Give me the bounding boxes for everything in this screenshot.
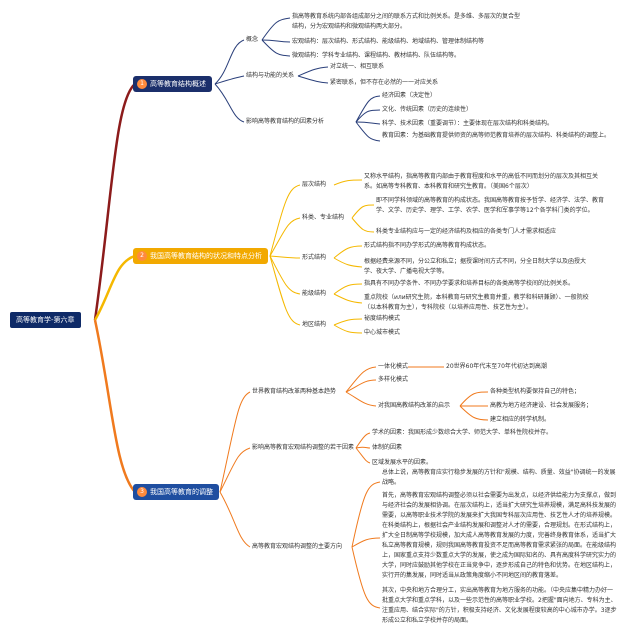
- branch-number-badge: 1: [137, 79, 147, 89]
- branch-2-label: 我国高等教育结构的状况和特点分析: [150, 252, 262, 260]
- concept-macro: 宏观结构：层次结构、形式结构、能级结构、地域结构、管理体制结构等: [292, 38, 485, 45]
- branch-1-connectors: [214, 17, 381, 142]
- relation-item: 紧密联系，但不存在必然的一一对应关系: [330, 79, 439, 86]
- connector-branch-1: [93, 83, 136, 321]
- form-structure-node[interactable]: 形式结构: [302, 254, 327, 261]
- tier-structure-node[interactable]: 能级结构: [302, 290, 327, 297]
- region-structure-node[interactable]: 地区结构: [302, 321, 327, 328]
- connector-branch-3: [93, 319, 136, 493]
- root-node[interactable]: 高等教育学-第六章: [10, 312, 81, 328]
- concept-definition: 指高等教育系统内部各组成部分之间的联系方式和比例关系。是多维、多层次的复合型结构…: [292, 13, 521, 30]
- branch-1-label: 高等教育结构概述: [150, 80, 206, 88]
- form-desc: 形式结构指不同办学形式的高等教育构成状态。: [364, 242, 491, 249]
- region-item: 中心城市模式: [364, 329, 401, 336]
- discipline-desc: 即不同学科领域的高等教育的构成状态。我国高等教育按予哲学、经济学、法学、教育学、…: [376, 197, 605, 214]
- branch-2-connectors: [269, 179, 375, 334]
- factor-item: 科学、技术因素（重要调节）：主要体现在层次结构和科类结构。: [382, 120, 554, 127]
- implication-item: 各种类型机构要保持自己的特色；: [490, 388, 581, 395]
- factor-item: 教育因素：为基础教育提供师资的高等师范教育培养的层次结构、科类结构的调整上。: [382, 132, 611, 139]
- tier-desc: 重点院校（или研究生院，本科教育与研究生教育并重，教学和科研兼顾）、一般院校（…: [364, 294, 589, 311]
- direction-detail: 其次，中央和地方合理分工，实出高等教育为地方服务的功能。（中央应集中精力办好一批…: [382, 587, 617, 624]
- integration-note: 20世界60年代末至70年代初达到高潮: [446, 363, 547, 370]
- factor-item: 经济因素（决定性）: [382, 92, 437, 99]
- factors-node[interactable]: 影响高等教育结构的因素分析: [246, 118, 325, 125]
- adjustment-factor: 体制的因素: [372, 444, 403, 451]
- structure-function-node[interactable]: 结构与功能的关系: [246, 72, 295, 79]
- concept-micro: 微观结构：学科专业结构、课程结构、教材结构、队伍结构等。: [292, 52, 461, 59]
- adjustment-factor: 区域发展水平的因素。: [372, 459, 433, 466]
- branch-number-badge: 3: [137, 487, 147, 497]
- world-trends-node[interactable]: 世界教育结构改革两种基本趋势: [252, 388, 337, 395]
- branch-3-label: 我国高等教育的调整: [150, 488, 213, 496]
- branch-3-connectors: [219, 366, 489, 609]
- factor-item: 文化、传统因素（历史的连续性）: [382, 106, 473, 113]
- implication-item: 建立相应的转学机制。: [490, 416, 551, 423]
- discipline-structure-node[interactable]: 科类、专业结构: [302, 214, 345, 221]
- connector-branch-2: [93, 254, 136, 321]
- region-item: 祕度结构模式: [364, 315, 401, 322]
- level-structure-desc: 又称水平结构，指高等教育内部由于教育程度和水平的高低不同而划分的层次及其相互关系…: [364, 173, 599, 190]
- diversification-model: 多样化模式: [378, 376, 409, 383]
- direction-detail: 首先，高等教育宏观结构调整必须以社会需要为出发点，以经济供给能力为支撑点，做到与…: [382, 492, 617, 579]
- discipline-desc: 科类专业结构应与一定的经济结构及相应的各类专门人才需求相适应: [376, 228, 557, 235]
- relation-item: 对立统一、相互联系: [330, 63, 385, 70]
- direction-overview: 总体上说，高等教育应实行稳步发展的方针和"规模、结构、质量、效益"协调统一的发展…: [382, 469, 616, 486]
- reform-implications: 对我国高教结构改革的启示: [378, 402, 451, 409]
- implication-item: 高教为地方经济建设、社会发展服务；: [490, 402, 593, 409]
- level-structure-node[interactable]: 层次结构: [302, 181, 327, 188]
- adjustment-direction-node[interactable]: 高等教育宏观结构调整的主要方向: [252, 543, 343, 550]
- concept-node[interactable]: 概念: [246, 36, 259, 43]
- branch-number-badge: 2: [137, 251, 147, 261]
- tier-desc: 指具有不同办学条件、不同办学要求和培养目标的各类高等学校间的比例关系。: [364, 280, 575, 287]
- adjustment-factors-node[interactable]: 影响高等教育宏观结构调整的若干因素: [252, 444, 355, 451]
- form-desc: 根据经费来源不同，分公立和私立；据授课时间方式不同，分全日制大学以及函授大学、夜…: [364, 258, 587, 275]
- integration-model: 一体化模式: [378, 363, 409, 370]
- adjustment-factor: 学术的因素：我国形成少数综合大学、师范大学、单科性院校并存。: [372, 429, 553, 436]
